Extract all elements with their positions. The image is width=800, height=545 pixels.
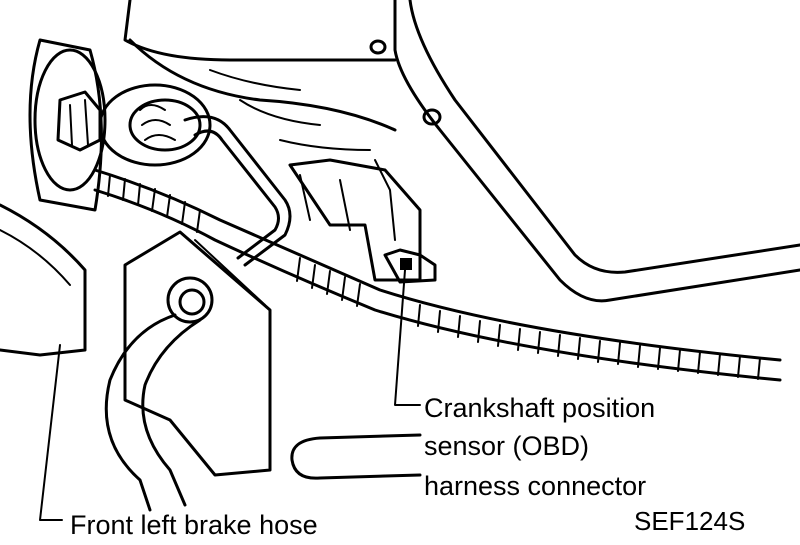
- hub-bolt: [56, 90, 102, 152]
- brake-line-tube-2: [193, 129, 280, 260]
- hub-outline: [28, 38, 103, 212]
- clamp-coils: [139, 104, 176, 141]
- harness-corrugations: [107, 174, 761, 380]
- frame-contour: [128, 38, 397, 132]
- brake-hose-edge: [141, 318, 202, 507]
- bracket-inner-edge: [408, 0, 800, 274]
- crank-sensor-label-line3: harness connector: [424, 471, 647, 501]
- left-frame-contour: [0, 229, 71, 286]
- fitting-nut: [178, 288, 206, 316]
- harness-connector: [383, 248, 437, 284]
- harness-conduit-lower: [93, 188, 782, 382]
- wheel-hub: [33, 48, 107, 192]
- panel-hole-2: [422, 108, 442, 126]
- connector-latch: [400, 258, 412, 270]
- label-callout-bracket: [290, 433, 422, 480]
- bolt-facets: [69, 99, 89, 146]
- brake-hose-label: Front left brake hose: [70, 510, 318, 540]
- hose-fitting: [166, 276, 214, 324]
- leader-brake-hose: [39, 344, 63, 521]
- figure-code: SEF124S: [634, 506, 746, 536]
- brake-hose: [104, 313, 177, 512]
- engine-bracket-panel: [393, 0, 800, 303]
- crank-sensor-label-line2: sensor (OBD): [424, 431, 590, 461]
- clamp-inner: [128, 98, 202, 152]
- frame-shading: [209, 69, 371, 151]
- brake-hose-bracket: [123, 230, 272, 477]
- brake-line-tube: [183, 115, 292, 267]
- hose-clamp: [98, 83, 212, 167]
- bracket-edge: [194, 239, 266, 306]
- left-frame: [0, 203, 87, 357]
- crank-sensor-label-line1: Crankshaft position: [424, 393, 656, 423]
- upper-frame: [123, 0, 397, 62]
- leader-connector: [394, 269, 421, 406]
- harness-conduit-upper: [93, 168, 782, 362]
- sensor-details: [299, 159, 396, 241]
- panel-hole-1: [369, 39, 387, 55]
